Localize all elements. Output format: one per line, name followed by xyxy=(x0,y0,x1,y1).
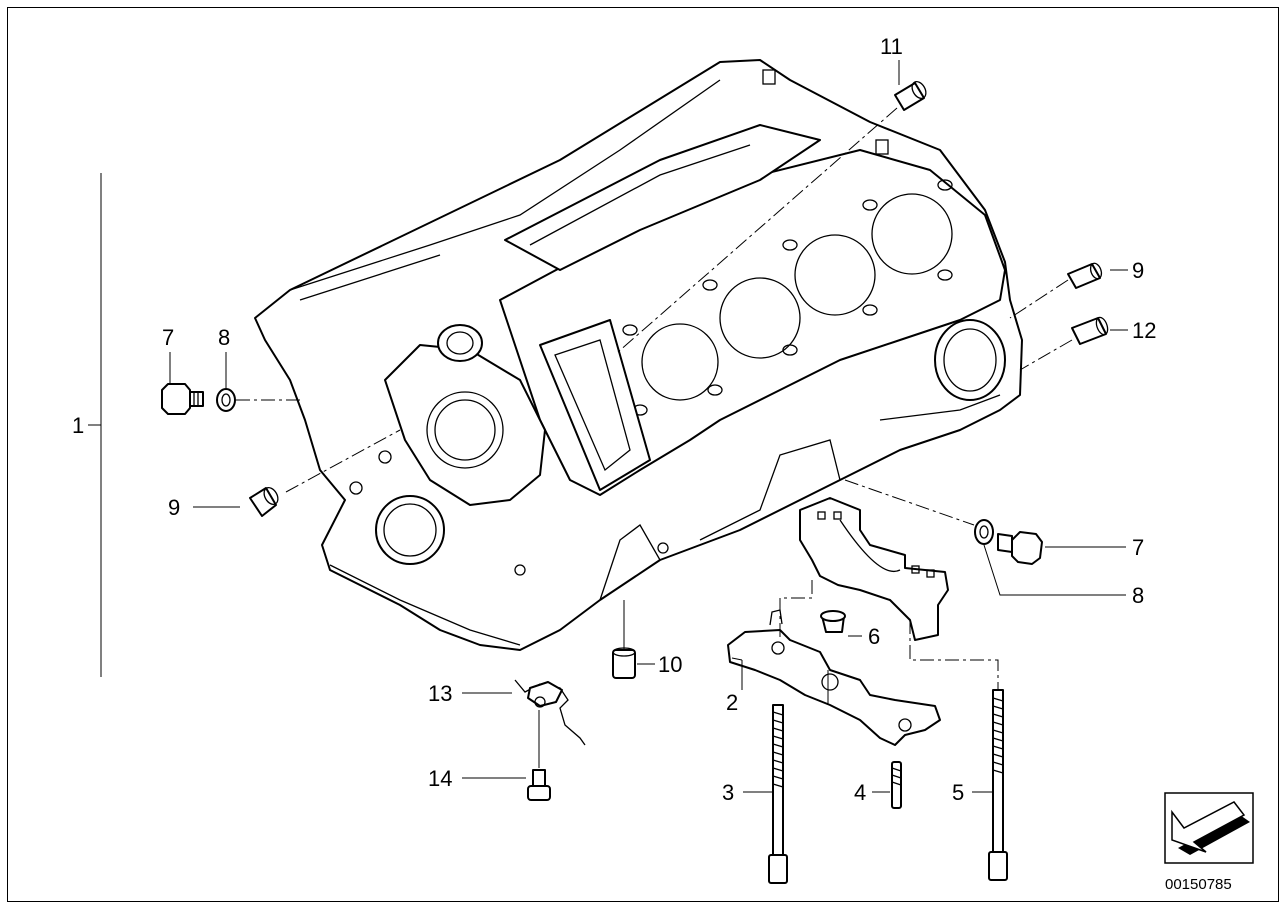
navigation-arrow-box[interactable] xyxy=(1164,792,1254,864)
dowel-sleeve-10[interactable] xyxy=(612,647,636,679)
callout-7-left: 7 xyxy=(162,325,174,350)
arrow-icon xyxy=(1171,801,1250,855)
bolt-14[interactable] xyxy=(527,769,551,801)
cylinder-bore xyxy=(794,234,876,316)
dowel-sleeve-left[interactable] xyxy=(249,485,281,517)
cylinder-bore xyxy=(641,323,719,401)
callout-9-right: 9 xyxy=(1132,258,1144,283)
plug-screw-left[interactable] xyxy=(161,383,204,415)
bearing-bridge-upper[interactable] xyxy=(799,497,949,641)
callout-4: 4 xyxy=(854,780,866,805)
seal-ring-right[interactable] xyxy=(974,519,994,545)
plug-screw-right[interactable] xyxy=(997,531,1043,565)
seal-ring-left[interactable] xyxy=(216,388,236,412)
callout-10: 10 xyxy=(658,652,682,677)
dowel-sleeve-11[interactable] xyxy=(894,79,929,111)
cylinder-bore xyxy=(719,277,801,359)
callout-1: 1 xyxy=(72,413,84,438)
callout-14: 14 xyxy=(428,766,452,791)
bush-6[interactable] xyxy=(820,610,846,633)
callout-labels: 1 2 3 4 5 6 7 7 8 8 9 9 10 11 12 13 14 xyxy=(72,34,1156,805)
callout-11: 11 xyxy=(880,34,903,59)
callout-7-right: 7 xyxy=(1132,535,1144,560)
bolt-5[interactable] xyxy=(988,689,1008,881)
engine-block[interactable] xyxy=(254,59,1023,651)
callout-2: 2 xyxy=(726,690,738,715)
diagram-ref-number: 00150785 xyxy=(1165,876,1232,893)
callout-9-left: 9 xyxy=(168,495,180,520)
bearing-cap[interactable] xyxy=(727,609,941,746)
callout-6: 6 xyxy=(868,624,880,649)
callout-8-left: 8 xyxy=(218,325,230,350)
dowel-sleeve-right[interactable] xyxy=(1067,262,1103,289)
bolt-3[interactable] xyxy=(768,704,788,884)
callout-13: 13 xyxy=(428,681,452,706)
oil-spray-nozzle[interactable] xyxy=(514,679,586,746)
dowel-sleeve-12[interactable] xyxy=(1071,316,1110,345)
callout-8-right: 8 xyxy=(1132,583,1144,608)
leader-lines xyxy=(88,60,1128,793)
bolt-4[interactable] xyxy=(891,761,902,809)
callout-5: 5 xyxy=(952,780,964,805)
callout-12: 12 xyxy=(1132,318,1156,343)
cylinder-bore xyxy=(871,193,953,275)
callout-3: 3 xyxy=(722,780,734,805)
diagram-frame xyxy=(7,7,1279,902)
